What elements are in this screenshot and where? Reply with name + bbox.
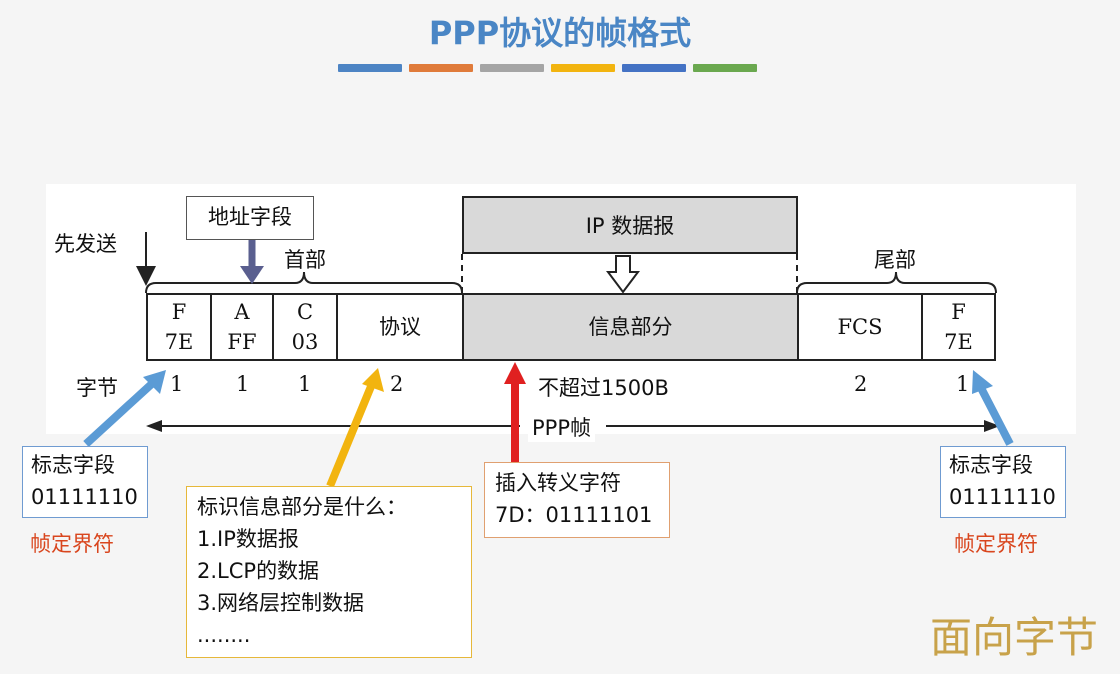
protocol-callout-line: 标识信息部分是什么： bbox=[197, 495, 407, 519]
flag-callout-title: 标志字段 bbox=[31, 453, 115, 477]
address-name: A bbox=[234, 300, 250, 324]
color-segment bbox=[338, 64, 402, 72]
header-label: 首部 bbox=[284, 248, 326, 272]
page-title: PPP协议的帧格式 bbox=[428, 14, 692, 52]
color-segment bbox=[480, 64, 544, 72]
flag-value: 7E bbox=[164, 330, 194, 354]
address-arrow-head bbox=[240, 266, 264, 284]
color-segment bbox=[409, 64, 473, 72]
send-first-label: 先发送 bbox=[54, 232, 117, 256]
ip-datagram-box: IP 数据报 bbox=[462, 196, 798, 254]
color-segment bbox=[693, 64, 757, 72]
information-cell: 信息部分 bbox=[462, 293, 797, 361]
byte-count: 不超过1500B bbox=[538, 376, 669, 400]
escape-callout-title: 插入转义字符 bbox=[495, 471, 621, 495]
byte-oriented-label: 面向字节 bbox=[929, 613, 1098, 662]
escape-callout-value: 7D：01111101 bbox=[495, 503, 653, 527]
protocol-callout-line: ........ bbox=[197, 623, 251, 647]
left-flag-callout: 标志字段 01111110 bbox=[22, 446, 148, 518]
trailer-brace bbox=[796, 271, 997, 294]
escape-callout: 插入转义字符 7D：01111101 bbox=[484, 462, 670, 538]
flag-callout-value: 01111110 bbox=[949, 485, 1056, 509]
byte-count: 2 bbox=[854, 372, 868, 396]
control-name: C bbox=[296, 300, 314, 324]
trailer-label: 尾部 bbox=[874, 248, 916, 272]
address-value: FF bbox=[227, 330, 257, 354]
right-flag-arrow bbox=[976, 384, 1014, 446]
right-flag-callout: 标志字段 01111110 bbox=[940, 446, 1066, 518]
byte-count: 2 bbox=[390, 372, 404, 396]
color-segment bbox=[622, 64, 686, 72]
flag-callout-title: 标志字段 bbox=[949, 453, 1033, 477]
protocol-callout-line: 2.LCP的数据 bbox=[197, 559, 320, 583]
bytes-label: 字节 bbox=[76, 376, 118, 400]
address-field-callout: 地址字段 bbox=[186, 196, 314, 240]
frame-delimiter-note: 帧定界符 bbox=[954, 532, 1038, 556]
frame-delimiter-note: 帧定界符 bbox=[30, 532, 114, 556]
flag-callout-value: 01111110 bbox=[31, 485, 138, 509]
protocol-arrow bbox=[326, 382, 376, 488]
header-brace bbox=[145, 271, 463, 294]
color-segment bbox=[551, 64, 615, 72]
flag-name: F bbox=[951, 300, 966, 324]
byte-count: 1 bbox=[298, 372, 312, 396]
byte-count: 1 bbox=[956, 372, 970, 396]
byte-count: 1 bbox=[170, 372, 184, 396]
flag-value: 7E bbox=[944, 330, 973, 354]
protocol-callout: 标识信息部分是什么： 1.IP数据报 2.LCP的数据 3.网络层控制数据 ..… bbox=[186, 486, 472, 658]
control-cell: C 03 bbox=[272, 293, 336, 361]
flag-cell-start: F 7E bbox=[146, 293, 210, 361]
byte-count: 1 bbox=[236, 372, 250, 396]
hollow-down-arrow bbox=[606, 255, 640, 294]
protocol-callout-line: 1.IP数据报 bbox=[197, 527, 299, 551]
fcs-cell: FCS bbox=[797, 293, 921, 361]
protocol-callout-line: 3.网络层控制数据 bbox=[197, 591, 365, 615]
flag-name: F bbox=[171, 300, 187, 324]
address-cell: A FF bbox=[210, 293, 272, 361]
ppp-frame-label: PPP帧 bbox=[528, 412, 595, 442]
flag-cell-end: F 7E bbox=[921, 293, 996, 361]
control-value: 03 bbox=[291, 330, 319, 354]
protocol-cell: 协议 bbox=[336, 293, 462, 361]
left-flag-arrow bbox=[83, 377, 159, 447]
